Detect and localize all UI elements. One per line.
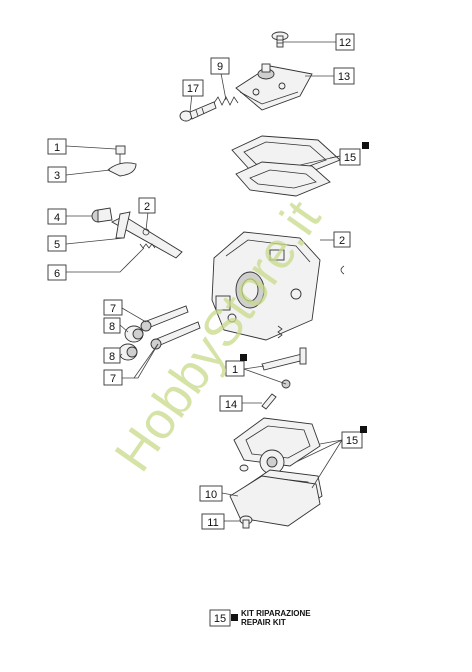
svg-text:17: 17 (187, 83, 199, 95)
legend-line-2: REPAIR KIT (241, 618, 286, 627)
callout-12: 12 (335, 33, 355, 51)
svg-text:3: 3 (54, 170, 60, 182)
part-14-pin (261, 393, 277, 410)
callout-17: 17 (182, 79, 204, 97)
svg-text:9: 9 (217, 61, 223, 73)
svg-text:15: 15 (344, 152, 356, 164)
legend-line-1: KIT RIPARAZIONE (241, 609, 311, 618)
svg-text:2: 2 (339, 235, 345, 247)
part-9-spring (213, 96, 239, 106)
svg-text:5: 5 (54, 239, 60, 251)
part-7-needle-top (140, 305, 189, 332)
callout-13: 13 (333, 67, 355, 85)
part-8-cap-bottom (118, 343, 138, 361)
callout-7-bottom: 7 (103, 369, 123, 386)
part-1-needle (115, 145, 126, 164)
svg-text:2: 2 (144, 201, 150, 213)
callout-2-right: 2 (333, 231, 351, 248)
callout-6: 6 (47, 264, 67, 281)
callout-5: 5 (47, 235, 67, 252)
callout-2-left: 2 (138, 197, 156, 214)
svg-text:7: 7 (110, 303, 116, 315)
part-10-cover (229, 475, 321, 527)
kit-square-15-mid (360, 426, 367, 433)
legend: 15 KIT RIPARAZIONE REPAIR KIT (209, 609, 311, 627)
legend-number: 15 (214, 613, 226, 625)
callout-7-top: 7 (103, 299, 123, 316)
svg-text:4: 4 (54, 212, 60, 224)
svg-text:8: 8 (109, 321, 115, 333)
svg-text:13: 13 (338, 71, 350, 83)
part-13-cover-plate (235, 63, 313, 111)
svg-text:15: 15 (346, 435, 358, 447)
part-1-inlet-lever (261, 347, 307, 389)
part-12-screw (271, 31, 289, 48)
part-8-cap-top (124, 325, 144, 343)
callout-8-bottom: 8 (103, 347, 121, 364)
part-small-spring (277, 325, 283, 339)
svg-text:1: 1 (232, 364, 238, 376)
svg-text:10: 10 (205, 489, 217, 501)
part-7-needle-bottom (150, 321, 201, 350)
callout-14: 14 (219, 395, 243, 412)
part-carburetor-body (211, 231, 321, 341)
svg-text:8: 8 (109, 351, 115, 363)
svg-text:14: 14 (225, 399, 237, 411)
part-11-screw (239, 515, 253, 529)
callout-1-mid: 1 (225, 354, 247, 377)
svg-text:12: 12 (339, 37, 351, 49)
part-2-clip-right (340, 265, 345, 275)
callout-1-top: 1 (47, 138, 67, 155)
svg-text:7: 7 (110, 373, 116, 385)
kit-square-15-top (362, 142, 369, 149)
svg-text:6: 6 (54, 268, 60, 280)
legend-kit-square (231, 614, 238, 621)
kit-square-1-mid (240, 354, 247, 361)
part-6-spring (139, 243, 156, 249)
callout-10: 10 (199, 485, 223, 502)
svg-text:1: 1 (54, 142, 60, 154)
callout-4: 4 (47, 208, 67, 225)
callout-8-top: 8 (103, 317, 121, 334)
part-17-adjusting-screw (179, 101, 217, 122)
part-4-collar (91, 207, 113, 223)
leader-lines (65, 41, 343, 522)
callout-11: 11 (201, 513, 225, 530)
svg-text:11: 11 (207, 517, 218, 529)
part-15-gasket-top (231, 135, 341, 197)
callout-9: 9 (210, 57, 230, 75)
part-3-lever (107, 162, 137, 177)
callout-15-top: 15 (339, 142, 369, 166)
callout-15-mid: 15 (341, 426, 367, 449)
callout-3: 3 (47, 166, 67, 183)
